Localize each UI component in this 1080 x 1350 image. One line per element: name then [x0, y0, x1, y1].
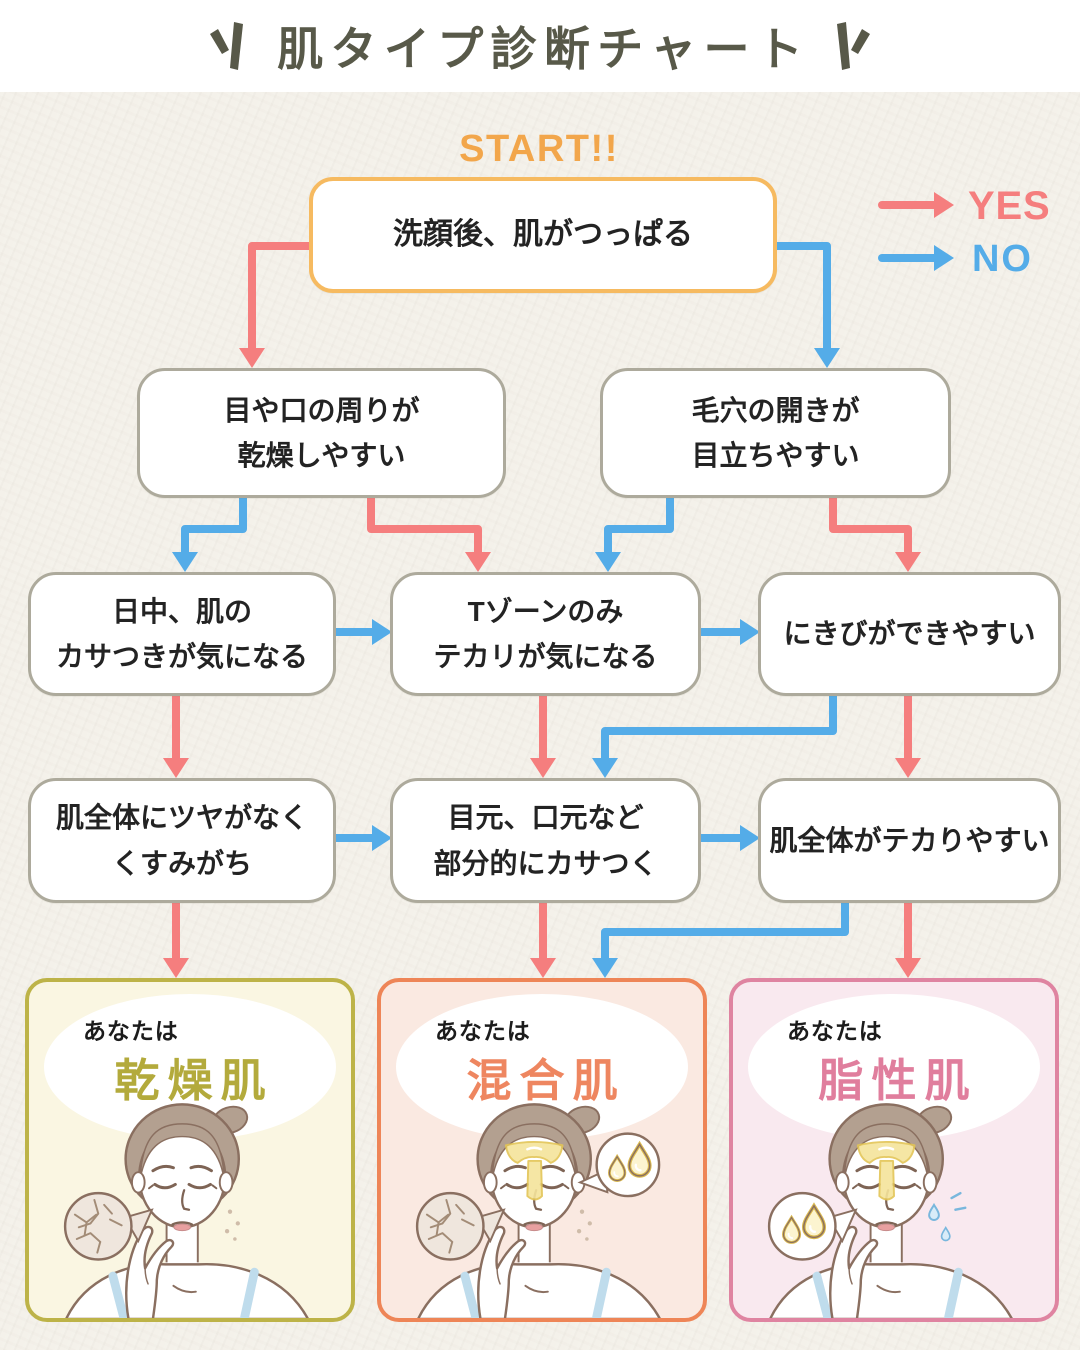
arrow-q8-no	[601, 893, 849, 962]
node-text: Tゾーンのみ	[467, 595, 624, 627]
node-start-tight-after-wash: 洗顔後、肌がつっぱる	[309, 177, 777, 293]
result-card-dry-skin: あなたは 乾燥肌	[25, 978, 355, 1322]
node-visible-pores: 毛穴の開きが 目立ちやすい	[600, 368, 951, 498]
arrowhead-legend-yes	[934, 192, 954, 218]
result-prefix: あなたは	[787, 1018, 883, 1044]
node-text: 肌全体にツヤがなく	[55, 802, 308, 834]
node-text: 目元、口元など	[447, 802, 644, 834]
node-partial-dryness: 目元、口元など 部分的にカサつく	[390, 778, 701, 903]
arrow-q2-yes	[829, 488, 912, 556]
node-text: カサつきが気になる	[55, 641, 308, 672]
start-label: START!!	[459, 128, 619, 170]
title-accent-left-icon	[209, 22, 243, 70]
arrowhead-q5-no	[592, 758, 618, 778]
node-text: 洗顔後、肌がつっぱる	[393, 217, 693, 251]
node-text: 日中、肌の	[111, 595, 252, 627]
node-text: にきびができやすい	[783, 618, 1036, 650]
arrowhead-start-yes	[239, 348, 265, 368]
node-dull-no-luster: 肌全体にツヤがなく くすみがち	[28, 778, 336, 903]
node-dry-around-eyes-mouth: 目や口の周りが 乾燥しやすい	[137, 368, 506, 498]
combination-skin-illustration	[381, 1078, 703, 1320]
result-card-combination-skin: あなたは 混合肌	[377, 978, 707, 1322]
node-acne-prone: にきびができやすい	[758, 572, 1061, 696]
page-title: 肌タイプ診断チャート	[277, 23, 811, 75]
arrowhead-legend-no	[934, 245, 954, 271]
arrow-q1-no	[181, 488, 247, 556]
arrowhead-q1-no	[172, 552, 198, 572]
legend-yes-label: YES	[968, 184, 1051, 228]
result-prefix: あなたは	[83, 1018, 179, 1044]
arrow-start-no	[765, 242, 831, 352]
node-text: くすみがち	[111, 847, 252, 879]
arrow-q5-no	[601, 686, 837, 762]
arrowhead-q2-yes	[895, 552, 921, 572]
result-card-oily-skin: あなたは 脂性肌	[729, 978, 1059, 1322]
node-text: 目立ちやすい	[691, 440, 860, 471]
arrowhead-start-no	[814, 348, 840, 368]
arrowhead-q1-yes	[465, 552, 491, 572]
arrowhead-q4-yes	[530, 758, 556, 778]
arrowhead-q5-yes	[895, 758, 921, 778]
arrowhead-q7-no	[740, 825, 760, 851]
result-type-name: 脂性肌	[818, 1055, 978, 1106]
node-text: 肌全体がテカりやすい	[769, 824, 1050, 856]
arrow-start-yes	[248, 242, 313, 352]
node-overall-shine: 肌全体がテカりやすい	[758, 778, 1061, 903]
arrowhead-q3-yes	[163, 758, 189, 778]
arrowhead-q4-no	[740, 619, 760, 645]
oily-skin-illustration	[733, 1078, 1055, 1320]
node-daytime-dryness: 日中、肌の カサつきが気になる	[28, 572, 336, 696]
arrowhead-q3-no	[372, 619, 392, 645]
node-text: 乾燥しやすい	[237, 440, 406, 471]
legend-no-label: NO	[972, 238, 1033, 280]
title-accent-right-icon	[837, 22, 871, 70]
header: 肌タイプ診断チャート	[0, 0, 1080, 92]
arrowhead-q6-no	[372, 825, 392, 851]
arrowhead-q7-yes	[530, 958, 556, 978]
node-text: テカリが気になる	[433, 641, 658, 672]
result-type-name: 混合肌	[466, 1055, 626, 1106]
arrowhead-q8-yes	[895, 958, 921, 978]
result-type-name: 乾燥肌	[114, 1055, 274, 1106]
arrowhead-q8-no	[592, 958, 618, 978]
result-prefix: あなたは	[435, 1018, 531, 1044]
arrow-q1-yes	[367, 488, 482, 556]
arrowhead-q2-no	[595, 552, 621, 572]
node-text: 部分的にカサつく	[433, 847, 658, 879]
node-text: 毛穴の開きが	[691, 394, 860, 426]
arrow-q2-no	[604, 488, 674, 556]
arrowhead-q6-yes	[163, 958, 189, 978]
node-text: 目や口の周りが	[223, 394, 420, 426]
dry-skin-illustration	[29, 1078, 351, 1320]
node-tzone-shine-only: Tゾーンのみ テカリが気になる	[390, 572, 701, 696]
